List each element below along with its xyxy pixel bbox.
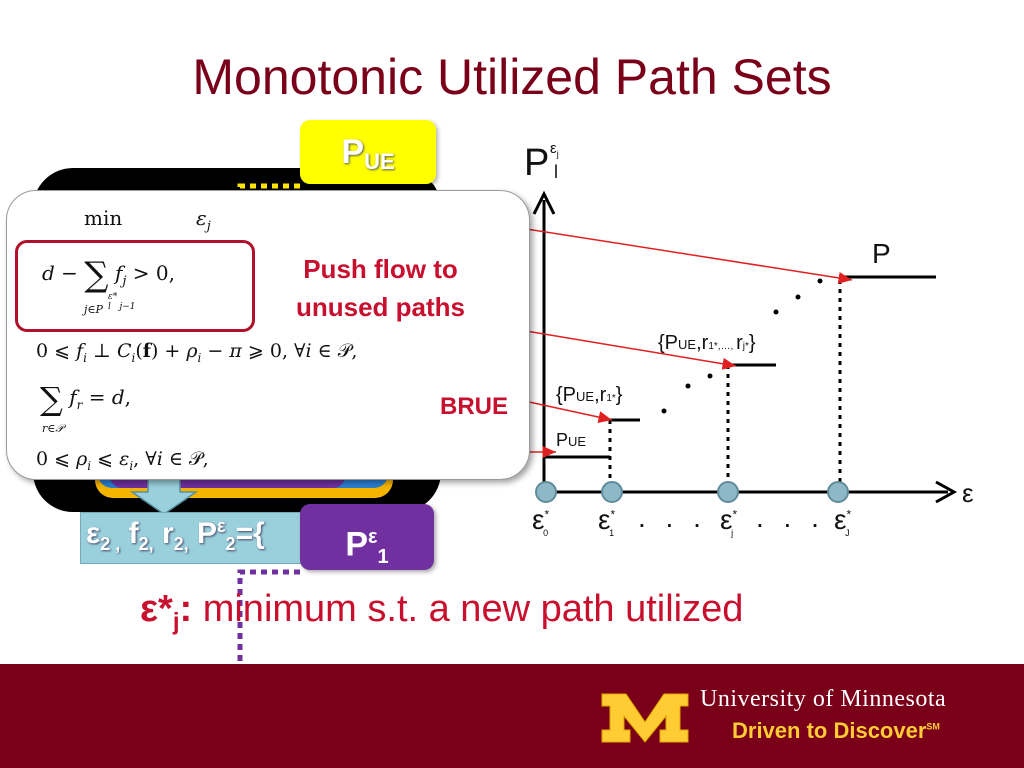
step-label-r1: {PUE,r1*}: [556, 384, 623, 406]
red-arrow-rj: [519, 329, 737, 370]
step-label-p: P: [872, 238, 891, 269]
tick-circle-J: [827, 481, 849, 503]
y-axis-label-sup: εj: [550, 140, 559, 159]
diag-dot: [661, 408, 667, 414]
diag-dot: [773, 309, 779, 315]
caption: ε*j: minimum s.t. a new path utilized: [140, 588, 744, 636]
x-axis-label: ε: [962, 478, 974, 508]
tick-label-1: ε*1: [598, 504, 616, 538]
constraint-highlight-box: [15, 240, 255, 332]
diag-dot: [795, 294, 801, 300]
footer-bar: [0, 664, 1024, 768]
page-title: Monotonic Utilized Path Sets: [192, 49, 832, 105]
red-arrow-p: [519, 227, 853, 284]
brue-label: BRUE: [440, 393, 509, 420]
pe1-box: Pε1: [300, 504, 434, 570]
university-logo-icon: [601, 693, 689, 743]
pue-box: PUE: [300, 120, 436, 184]
formula-card: [6, 190, 530, 480]
formula-constraint1-under-sup: ε*l j−1: [108, 292, 136, 312]
tick-dots-1: . . .: [638, 502, 707, 533]
tick-label-j: ε*j: [720, 504, 738, 538]
tick-circle-0: [535, 481, 557, 503]
step-label-pue: PUE: [556, 430, 587, 450]
y-axis-label-sub: l: [554, 162, 558, 182]
formula-constraint1: d − ∑ fj > 0,: [42, 255, 175, 295]
tagline: Driven to DiscoverSM: [732, 718, 940, 743]
tick-label-J: ε*J: [834, 504, 852, 538]
tick-dots-2: . . .: [756, 502, 825, 533]
tick-circle-1: [601, 481, 623, 503]
epsilon-result-text: ε2 , f2, r2, Pε2={: [86, 516, 265, 554]
diag-dot: [817, 278, 823, 284]
down-arrow: [129, 477, 199, 515]
formula-objective: εj: [196, 206, 211, 234]
tick-circle-j: [717, 481, 739, 503]
formula-line3: ∑ fr = d,: [40, 380, 132, 418]
formula-constraint1-under: j∈P: [84, 303, 103, 316]
y-axis-arrowhead: [532, 190, 556, 215]
y-axis-label: P: [524, 142, 550, 184]
step-label-rj: {PUE,r1*,…, rj*}: [658, 332, 756, 354]
formula-min: min: [84, 206, 123, 230]
university-name: University of Minnesota: [700, 686, 947, 712]
x-axis-arrowhead: [935, 480, 958, 504]
formula-line2: 0 ⩽ fi ⊥ Ci(f) + ρi − π ⩾ 0, ∀i ∈ 𝒫,: [36, 340, 358, 365]
red-arrow-r1: [519, 399, 613, 423]
push-flow-text: Push flow to unused paths: [295, 254, 465, 322]
formula-line4: 0 ⩽ ρi ⩽ εi, ∀i ∈ 𝒫,: [36, 448, 209, 473]
tick-label-0: ε*0: [532, 504, 550, 538]
formula-line3-under: r∈𝒫: [42, 422, 64, 435]
diag-dot: [707, 373, 713, 379]
diag-dot: [685, 383, 691, 389]
